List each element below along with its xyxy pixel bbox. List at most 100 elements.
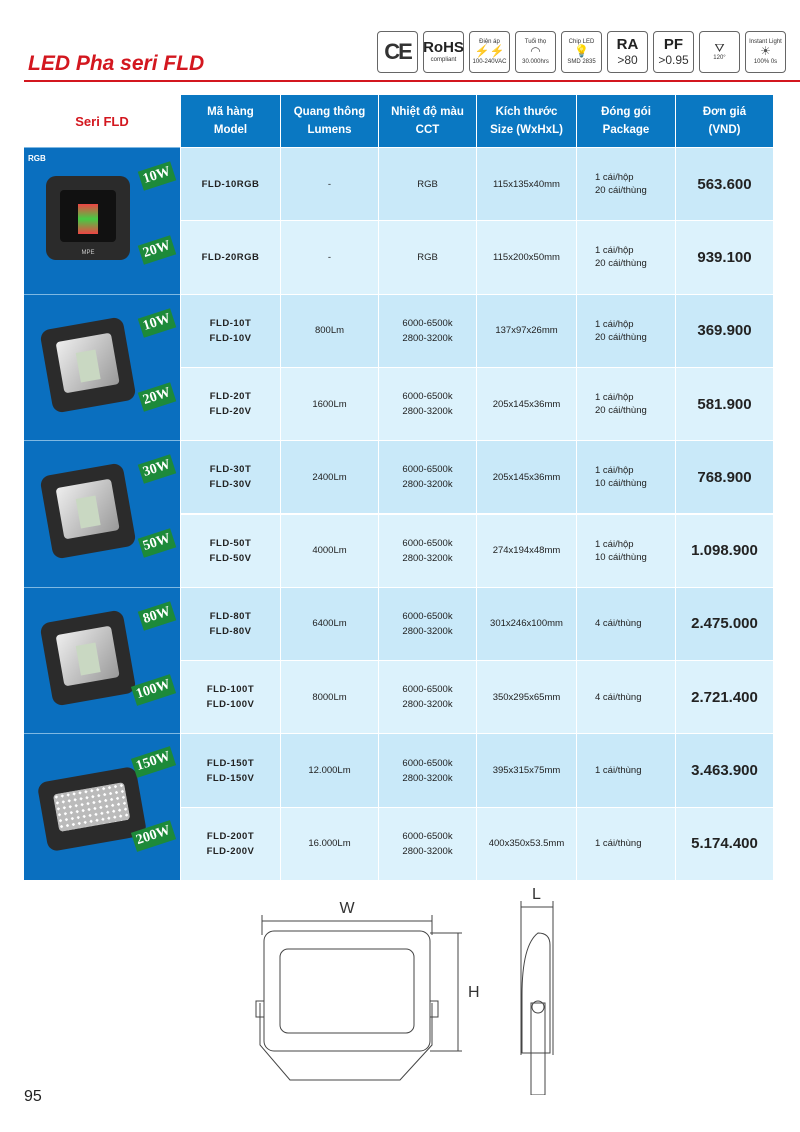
model-line: FLD-80T bbox=[209, 610, 252, 622]
lifetime-title: Tuổi thọ bbox=[524, 38, 547, 45]
column-header: Đơn giá(VND) bbox=[675, 95, 773, 147]
price-cell: 2.475.000 bbox=[675, 587, 773, 661]
size-cell: 274x194x48mm bbox=[476, 514, 576, 587]
ce-label: CE bbox=[384, 38, 413, 64]
package-line: 20 cái/thùng bbox=[595, 331, 647, 343]
cct-line: 6000-6500k bbox=[402, 757, 453, 769]
voltage-value: 100-240VAC bbox=[472, 58, 507, 65]
wattage-badge: 20W bbox=[137, 235, 177, 265]
page-number: 95 bbox=[24, 1088, 42, 1105]
ra-icon: RA>80 bbox=[607, 31, 648, 73]
brand-label: MPE bbox=[81, 250, 95, 256]
model-line: FLD-20V bbox=[209, 406, 252, 418]
size-cell: 395x315x75mm bbox=[476, 734, 576, 807]
lumens-cell: 1600Lm bbox=[280, 367, 378, 441]
header-en: Package bbox=[602, 124, 650, 136]
lumens-cell: 4000Lm bbox=[280, 514, 378, 587]
lumens-cell: 800Lm bbox=[280, 294, 378, 367]
height-label: H bbox=[468, 984, 480, 1001]
lifetime-icon: Tuổi thọ◠30.000hrs bbox=[515, 31, 556, 73]
wattage-badge: 20W bbox=[137, 381, 177, 412]
model-cell: FLD-10T FLD-10V bbox=[180, 294, 280, 367]
ra-title: RA bbox=[616, 36, 639, 54]
size-cell: 350x295x65mm bbox=[476, 661, 576, 734]
pf-value: >0.95 bbox=[658, 52, 689, 67]
wattage-badge: 80W bbox=[137, 601, 177, 631]
lumens-cell: 8000Lm bbox=[280, 661, 378, 734]
package-line: 10 cái/thùng bbox=[595, 478, 647, 490]
model-line: FLD-100T bbox=[206, 684, 255, 696]
lifetime-value: 30.000hrs bbox=[522, 58, 549, 65]
price-cell: 2.721.400 bbox=[675, 661, 773, 734]
package-line: 1 cái/hộp bbox=[595, 465, 634, 477]
model-line: FLD-200T bbox=[206, 830, 255, 842]
package-line: 1 cái/thùng bbox=[595, 765, 642, 777]
size-cell: 115x135x40mm bbox=[476, 148, 576, 221]
wattage-badge: 150W bbox=[130, 746, 177, 779]
lumens-cell: 12.000Lm bbox=[280, 734, 378, 807]
price-cell: 5.174.400 bbox=[675, 807, 773, 880]
instant-title: Instant Light bbox=[749, 38, 782, 45]
model-cell: FLD-20T FLD-20V bbox=[180, 367, 280, 441]
cct-line: 2800-3200k bbox=[402, 479, 453, 491]
model-line: FLD-10V bbox=[209, 332, 252, 344]
pf-icon: PF>0.95 bbox=[653, 31, 694, 73]
model-line: FLD-80V bbox=[209, 625, 252, 637]
package-line: 1 cái/hộp bbox=[595, 538, 634, 550]
floodlight-image bbox=[39, 462, 137, 560]
header-vi: Đóng gói bbox=[601, 106, 651, 118]
package-line: 20 cái/thùng bbox=[595, 185, 647, 197]
wattage-badge: 50W bbox=[137, 528, 177, 558]
cct-line: 6000-6500k bbox=[402, 610, 453, 622]
lumens-cell: 16.000Lm bbox=[280, 807, 378, 880]
package-cell: 4 cái/thùng bbox=[576, 587, 675, 661]
voltage-icon: Điện áp⚡⚡100-240VAC bbox=[469, 31, 510, 73]
lumens-cell: 2400Lm bbox=[280, 441, 378, 514]
model-line: FLD-20RGB bbox=[201, 251, 260, 263]
cct-line: 2800-3200k bbox=[402, 845, 453, 857]
model-line: FLD-150V bbox=[206, 772, 255, 784]
model-line: FLD-10T bbox=[209, 317, 252, 329]
instant-value: 100% 0s bbox=[753, 58, 778, 65]
wattage-badge: 10W bbox=[137, 307, 177, 338]
cct-line: 6000-6500k bbox=[402, 830, 453, 842]
cct-cell: RGB bbox=[378, 221, 476, 294]
model-cell: FLD-80T FLD-80V bbox=[180, 587, 280, 661]
voltage-title: Điện áp bbox=[479, 38, 500, 45]
chip-title: Chip LED bbox=[568, 38, 595, 45]
floodlight-image bbox=[39, 315, 137, 414]
package-cell: 1 cái/thùng bbox=[576, 807, 675, 880]
cct-line: 2800-3200k bbox=[402, 699, 453, 711]
floodlight-image: MPE bbox=[46, 176, 130, 260]
size-cell: 301x246x100mm bbox=[476, 587, 576, 661]
instant-icon: Instant Light☀100% 0s bbox=[745, 31, 786, 73]
rohs-label: RoHS bbox=[423, 39, 464, 57]
header-vi: Kích thước bbox=[495, 106, 558, 118]
beam-value: 120° bbox=[713, 55, 726, 62]
size-cell: 400x350x53.5mm bbox=[476, 807, 576, 880]
model-line: FLD-20T bbox=[209, 391, 252, 403]
cct-line: 6000-6500k bbox=[402, 537, 453, 549]
